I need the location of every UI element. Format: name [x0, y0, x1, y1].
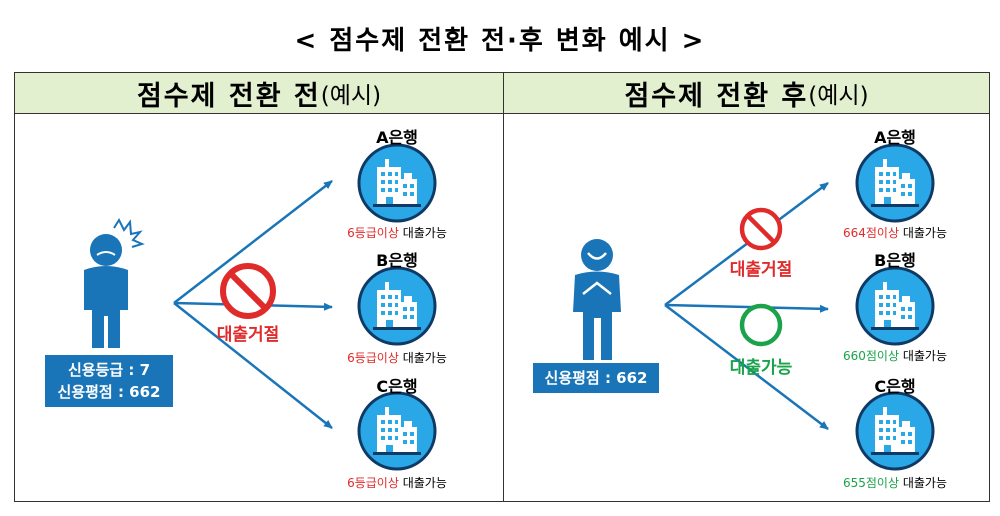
right-bank-b-threshold: 660점이상 [842, 349, 900, 363]
left-bank-a-threshold: 6등급이상 [347, 226, 399, 240]
left-panel-header: 점수제 전환 전(예시) [14, 72, 504, 114]
right-bank-a-suffix: 대출가능 [902, 226, 948, 240]
bank-building-icon [357, 266, 437, 346]
right-bank-a-condition: 664점이상 대출가능 [815, 224, 975, 241]
right-bank-a-threshold: 664점이상 [842, 226, 900, 240]
panel-divider [503, 72, 504, 502]
person-sad-icon [84, 217, 145, 348]
right-bank-a-name: A은행 [874, 128, 916, 147]
right-bank-c-suffix: 대출가능 [902, 476, 948, 490]
bank-building-icon [855, 143, 935, 223]
left-header-strong: 점수제 전환 전 [136, 80, 321, 112]
left-bank-c-condition: 6등급이상 대출가능 [317, 474, 477, 491]
prohibited-icon [220, 263, 276, 319]
left-bank-b-condition: 6등급이상 대출가능 [317, 349, 477, 366]
left-status-reject: 대출거절 [216, 325, 280, 345]
right-bank-c-condition: 655점이상 대출가능 [815, 474, 975, 491]
credit-score-text: 신용평점 : 662 [544, 369, 648, 387]
bank-building-icon [855, 391, 935, 471]
credit-grade-text: 신용등급 : 7 [67, 361, 151, 379]
left-bank-c-suffix: 대출가능 [402, 476, 447, 490]
right-bank-c-name: C은행 [874, 377, 916, 396]
right-bank-b-condition: 660점이상 대출가능 [815, 347, 975, 364]
left-bank-b-threshold: 6등급이상 [347, 351, 399, 365]
approved-circle-icon [739, 303, 783, 347]
page-title: < 점수제 전환 전·후 변화 예시 > [294, 26, 706, 56]
bank-building-icon [357, 143, 437, 223]
right-header-strong: 점수제 전환 후 [624, 80, 809, 112]
left-header-light: (예시) [320, 83, 382, 109]
right-bank-b-name: B은행 [874, 251, 916, 270]
left-bank-c-name: C은행 [376, 377, 418, 396]
right-header-light: (예시) [808, 83, 869, 109]
left-bank-a-name: A은행 [376, 128, 418, 147]
right-panel-header: 점수제 전환 후(예시) [503, 72, 990, 114]
bank-building-icon [855, 266, 935, 346]
right-bank-b-suffix: 대출가능 [902, 349, 948, 363]
left-bank-b-name: B은행 [376, 251, 418, 270]
credit-score-text: 신용평점 : 662 [57, 383, 161, 401]
right-status-ok: 대출가능 [729, 358, 793, 378]
right-bank-c-threshold: 655점이상 [842, 476, 900, 490]
credit-info-badge: 신용평점 : 662 [533, 363, 659, 393]
bank-building-icon [357, 391, 437, 471]
prohibited-icon [739, 207, 783, 251]
credit-info-badge: 신용등급 : 7 신용평점 : 662 [45, 355, 173, 407]
left-bank-b-suffix: 대출가능 [402, 351, 447, 365]
left-bank-c-threshold: 6등급이상 [347, 476, 399, 490]
right-status-reject: 대출거절 [729, 260, 793, 280]
left-bank-a-suffix: 대출가능 [402, 226, 447, 240]
left-bank-a-condition: 6등급이상 대출가능 [317, 224, 477, 241]
person-happy-icon [573, 239, 621, 360]
